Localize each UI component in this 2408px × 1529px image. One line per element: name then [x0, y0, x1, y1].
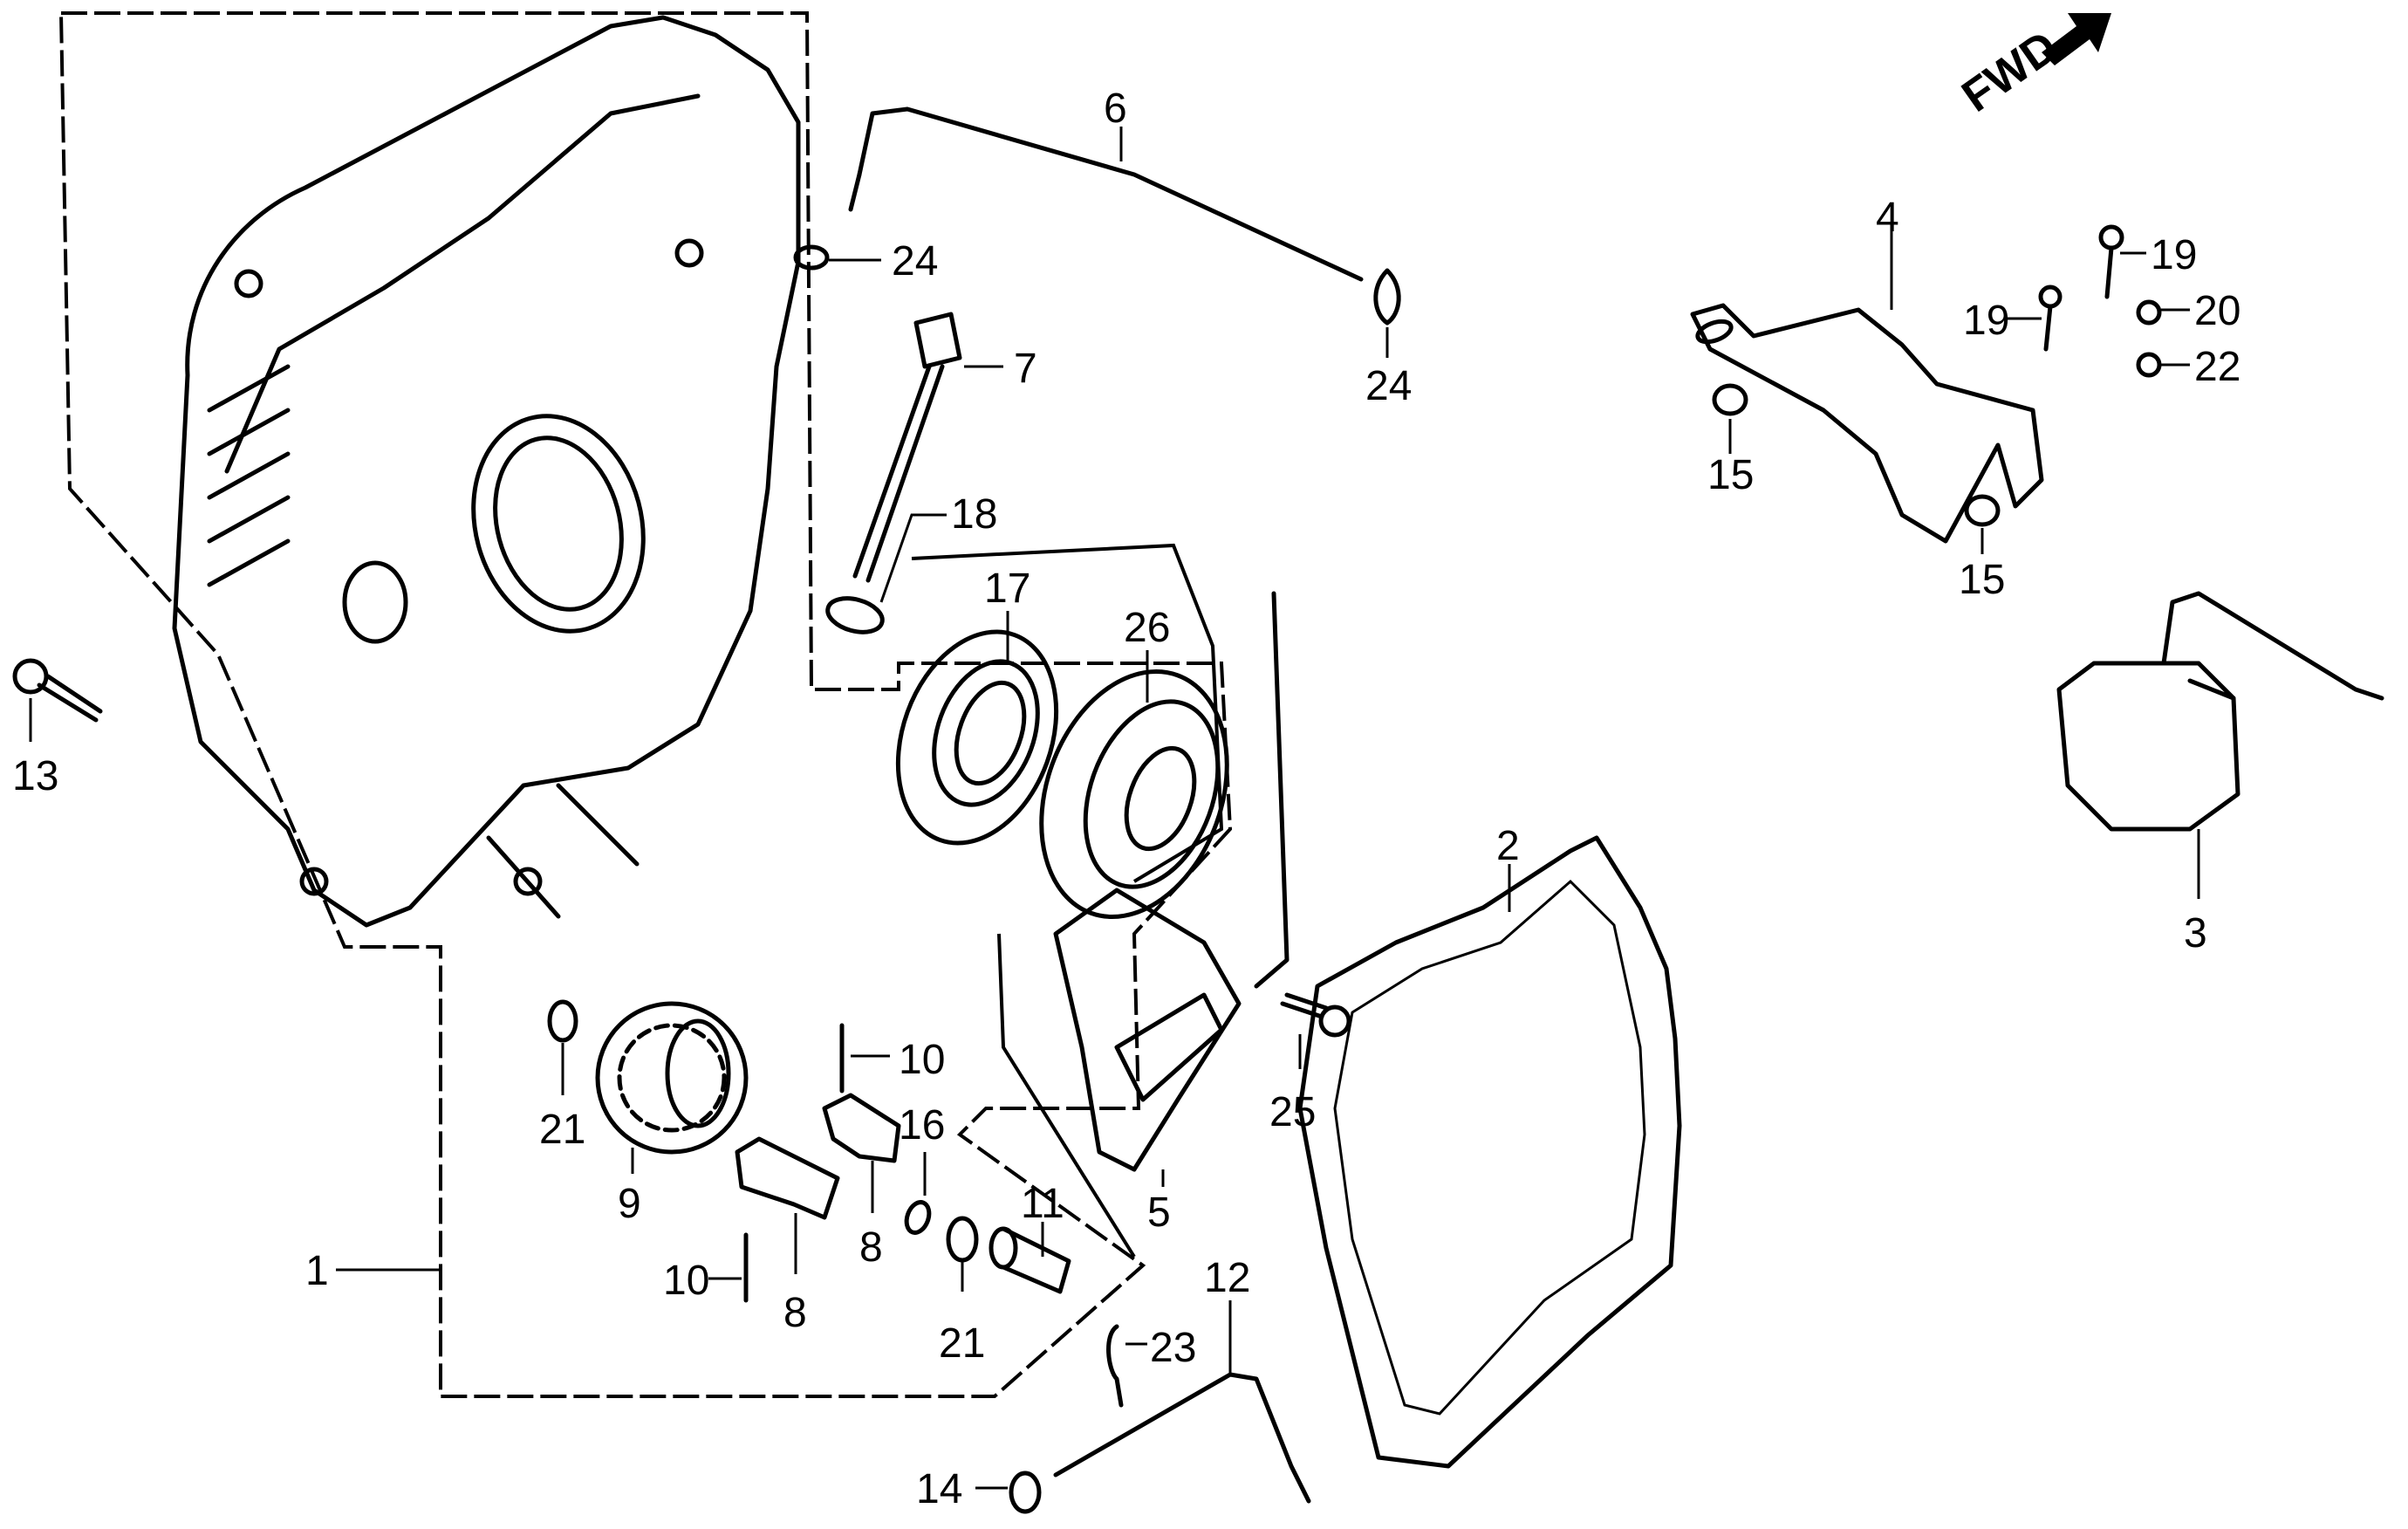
rotor-8-left: [735, 1136, 840, 1220]
callout-18: 18: [951, 491, 997, 538]
breather-tube-6: [857, 106, 1364, 282]
grommet-15-left: [1712, 383, 1748, 416]
tube-clip-24: [793, 244, 830, 271]
callout-8-right: 8: [859, 1224, 883, 1271]
gasket-2: [1297, 835, 1682, 1469]
callout-10-top: 10: [899, 1037, 945, 1083]
callout-21-bottom: 21: [939, 1320, 985, 1367]
fwd-label: FWD: [1953, 21, 2067, 121]
tube-clip-24b: [1373, 268, 1401, 326]
callout-19-top: 19: [2151, 232, 2197, 278]
callout-17: 17: [984, 566, 1030, 612]
callout-8-left: 8: [783, 1290, 807, 1336]
callout-15-right: 15: [1959, 557, 2005, 603]
callout-14: 14: [916, 1466, 962, 1512]
flange-bolt-13: [12, 658, 103, 723]
arrow-right-icon: [2042, 13, 2111, 65]
callout-13: 13: [12, 753, 58, 799]
callout-12: 12: [1204, 1255, 1250, 1301]
rotor-8-right: [822, 1093, 901, 1163]
washer-21-top: [547, 999, 578, 1043]
callout-3: 3: [2184, 910, 2207, 956]
screw-19-top: [2098, 224, 2124, 299]
o-ring-18: [825, 596, 885, 634]
callout-25: 25: [1269, 1089, 1316, 1135]
pin-clip-23: [1106, 1324, 1124, 1408]
washer-14: [1009, 1471, 1042, 1514]
callout-5: 5: [1147, 1190, 1171, 1236]
nut-22: [2136, 352, 2162, 378]
crankcase-cover: [172, 15, 801, 928]
callout-11: 11: [1021, 1181, 1064, 1227]
callout-2: 2: [1496, 823, 1520, 869]
callout-26: 26: [1124, 605, 1170, 651]
callout-21-top: 21: [539, 1107, 585, 1153]
governor-gear-9: [595, 1001, 749, 1155]
screw-19-left: [2038, 285, 2063, 352]
forward-direction-indicator: FWD: [1953, 13, 2111, 122]
callout-9: 9: [618, 1181, 641, 1227]
callout-7: 7: [1014, 346, 1037, 392]
callout-1: 1: [305, 1248, 329, 1294]
governor-arm-shaft-12: [1053, 1372, 1311, 1504]
governor-shaft-11: [989, 1226, 1071, 1294]
callout-10-bottom: 10: [663, 1258, 709, 1304]
callout-23: 23: [1150, 1325, 1196, 1371]
callout-24-bottom: 24: [1365, 363, 1412, 409]
bracket-4: [1690, 303, 2044, 544]
oil-strainer-5: [1053, 591, 1290, 1172]
clip-16: [904, 1200, 932, 1235]
strainer-group-boundary: [997, 933, 1136, 1258]
grommet-15-right: [1964, 494, 2001, 527]
assembly-1-boundary: [59, 11, 1233, 1398]
callout-16: 16: [899, 1102, 945, 1148]
washer-21-bottom: [946, 1216, 979, 1263]
dipstick-7: [852, 312, 962, 583]
callout-6: 6: [1104, 86, 1127, 132]
callout-4: 4: [1876, 195, 1899, 241]
oil-level-switch-3: [2056, 591, 2384, 832]
callout-24-top: 24: [892, 238, 938, 285]
callout-19-left: 19: [1963, 298, 2009, 344]
oil-seal-17: [895, 629, 1059, 846]
nut-20: [2136, 299, 2162, 326]
callout-22: 22: [2194, 344, 2240, 390]
ball-bearing-26: [1039, 669, 1229, 919]
callout-15-left: 15: [1707, 452, 1754, 498]
callout-20: 20: [2194, 288, 2240, 334]
